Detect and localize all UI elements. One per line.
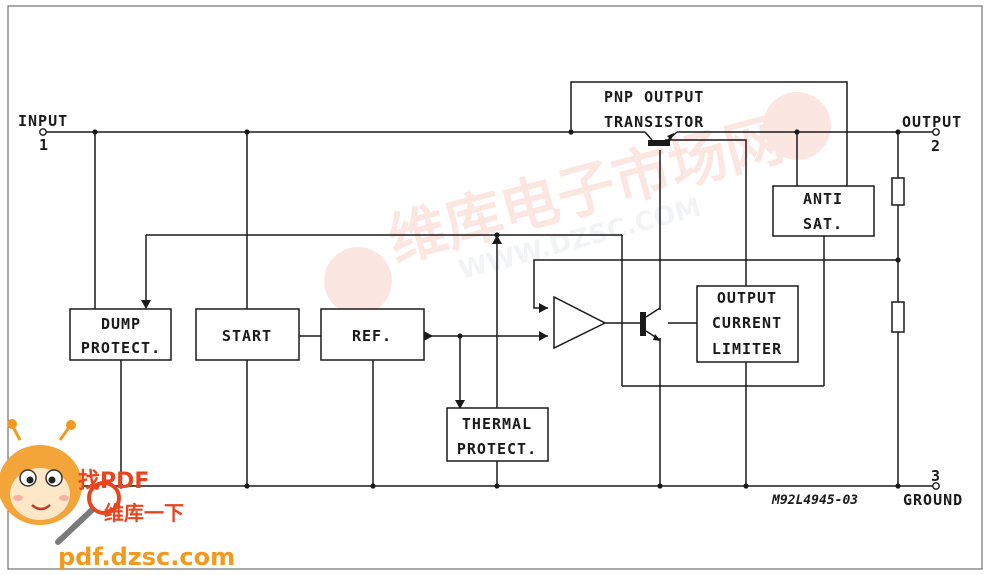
thermal-line1: THERMAL [462,415,532,433]
start-label: START [222,327,272,345]
badge-url: pdf.dzsc.com [58,543,235,571]
ground-label: GROUND [903,491,963,509]
mascot-icon [0,419,82,525]
ref-label: REF. [352,327,392,345]
transistor-label-line1: PNP OUTPUT [604,88,704,106]
terminal-pins [39,128,940,490]
resistor-lower-icon [891,301,905,333]
antisat-line1: ANTI [803,190,843,208]
pdf-search-badge: 找PDF 维库一下 pdf.dzsc.com [0,419,235,571]
start-block: START [195,308,300,361]
arrow-ref-out [424,331,433,341]
input-pin-icon [39,128,47,136]
thermal-protect-block: THERMAL PROTECT. [446,407,549,462]
ground-pin-icon [932,482,940,490]
junction-dots [92,129,901,489]
error-amplifier-icon [553,295,607,350]
arrow-into-dump [141,300,151,309]
limiter-line1: OUTPUT [717,289,777,307]
ref-block: REF. [320,308,425,361]
output-number: 2 [931,137,941,155]
limiter-line2: CURRENT [712,314,782,332]
pnp-transistor-icon [644,131,678,146]
magnifier-icon [55,481,121,545]
watermark: 维库电子市场网 WWW.DZSC.COM [324,92,831,315]
wires [43,81,936,487]
resistor-upper-icon [891,177,905,206]
page-frame [7,5,983,570]
ground-number: 3 [931,467,941,485]
badge-line1: 找PDF [78,469,149,494]
badge-line2: 维库一下 [104,501,184,525]
input-label: INPUT [18,112,68,130]
dump-line2: PROTECT. [81,339,161,357]
thermal-line2: PROTECT. [457,440,537,458]
antisat-line2: SAT. [803,215,843,233]
output-pin-icon [932,128,940,136]
arrow-amp-minus [539,331,548,341]
arrow-into-thermal [455,400,465,409]
input-number: 1 [39,136,49,154]
current-limiter-block: OUTPUT CURRENT LIMITER [696,285,799,363]
dump-line1: DUMP [101,315,141,333]
limiter-line3: LIMITER [712,340,782,358]
anti-sat-block: ANTI SAT. [772,185,875,237]
drawing-code: M92L4945-03 [771,493,858,508]
dump-protect-block: DUMP PROTECT. [69,308,172,361]
npn-transistor-icon [640,307,661,341]
arrow-amp-plus [539,303,548,313]
signal-arrows [141,235,548,409]
transistor-label-line2: TRANSISTOR [604,113,704,131]
arrow-thermal-up [492,235,502,244]
output-label: OUTPUT [902,113,962,131]
